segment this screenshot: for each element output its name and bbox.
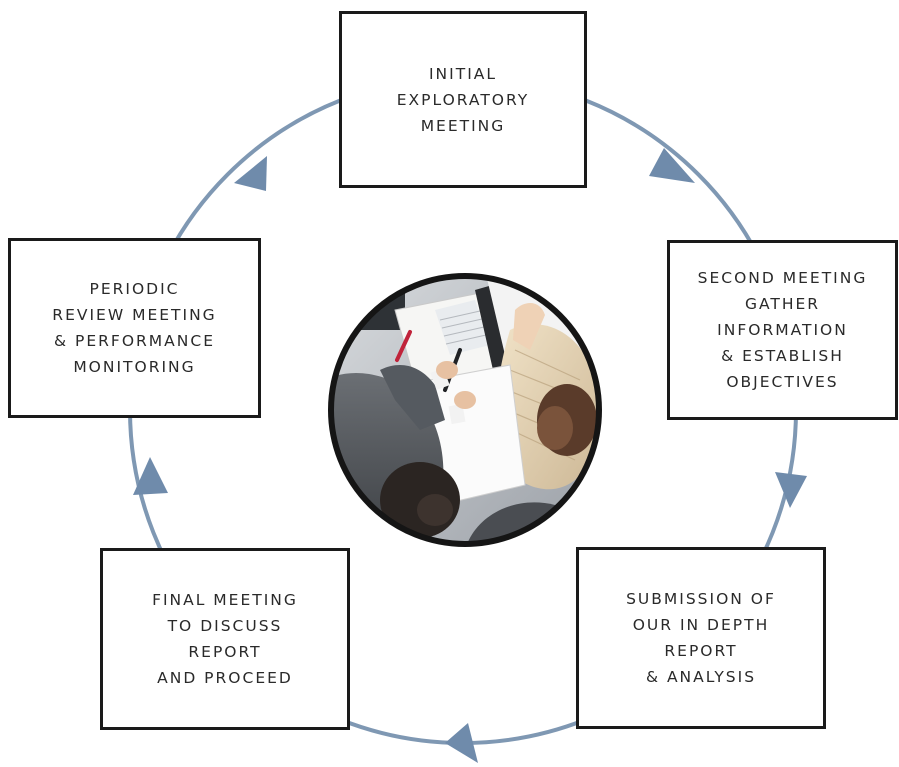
arrow-icon-1-to-2 — [649, 148, 695, 183]
business-meeting-photo — [325, 270, 605, 550]
step-box-submission-report: SUBMISSION OF OUR IN DEPTH REPORT & ANAL… — [576, 547, 826, 729]
step-label: PERIODIC REVIEW MEETING & PERFORMANCE MO… — [52, 280, 217, 376]
step-label: SUBMISSION OF OUR IN DEPTH REPORT & ANAL… — [626, 590, 776, 686]
step-label: INITIAL EXPLORATORY MEETING — [396, 64, 530, 135]
arrow-icon-3-to-4 — [445, 723, 478, 763]
step-box-second-meeting: SECOND MEETING GATHER INFORMATION & ESTA… — [667, 240, 898, 420]
arrow-icon-4-to-5 — [133, 457, 168, 495]
step-box-periodic-review: PERIODIC REVIEW MEETING & PERFORMANCE MO… — [8, 238, 261, 418]
arrow-icon-5-to-1 — [234, 156, 267, 191]
step-box-initial-exploratory-meeting: INITIAL EXPLORATORY MEETING — [339, 11, 587, 188]
arrow-icon-2-to-3 — [775, 472, 807, 508]
step-label: SECOND MEETING GATHER INFORMATION & ESTA… — [697, 269, 868, 391]
step-box-final-meeting: FINAL MEETING TO DISCUSS REPORT AND PROC… — [100, 548, 350, 730]
step-label: FINAL MEETING TO DISCUSS REPORT AND PROC… — [152, 591, 298, 687]
